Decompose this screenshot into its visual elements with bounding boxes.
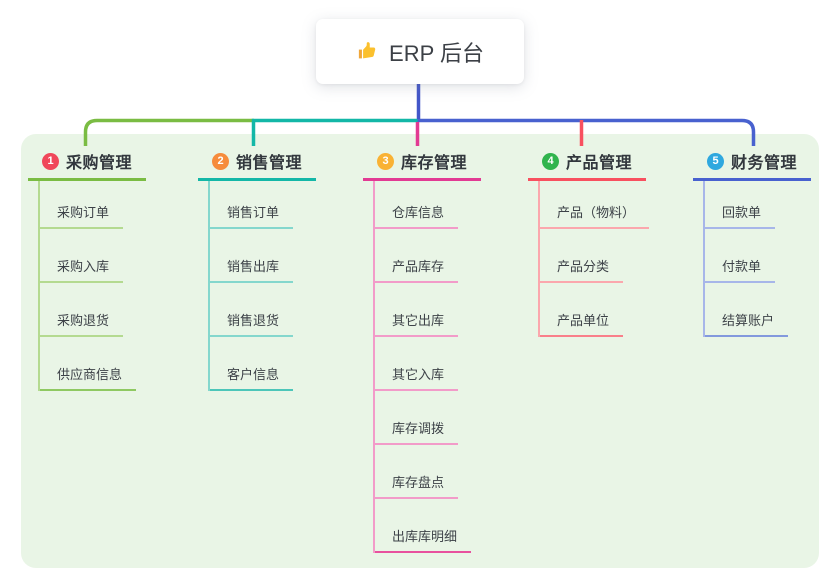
branch-children: 产品（物料） 产品分类产品单位 bbox=[538, 181, 650, 337]
child-node-label: 销售退货 bbox=[227, 313, 280, 328]
child-node[interactable]: 其它入库 bbox=[375, 337, 459, 391]
branches-panel bbox=[21, 134, 819, 568]
branch-3: 3 库存管理 仓库信息产品库存其它出库其它入库库存调拨库存盘点出库库明细 bbox=[363, 149, 482, 553]
child-node-label: 其它出库 bbox=[392, 313, 445, 328]
child-node[interactable]: 销售订单 bbox=[210, 181, 294, 229]
root-title: ERP 后台 bbox=[389, 40, 484, 66]
child-node[interactable]: 库存盘点 bbox=[375, 445, 459, 499]
branch-title: 采购管理 bbox=[66, 155, 133, 172]
child-node[interactable]: 客户信息 bbox=[210, 337, 294, 391]
child-node[interactable]: 采购退货 bbox=[40, 283, 124, 337]
child-node-label: 仓库信息 bbox=[392, 205, 445, 220]
child-node-label: 采购入库 bbox=[57, 259, 110, 274]
child-node[interactable]: 出库库明细 bbox=[375, 499, 472, 553]
child-node-label: 其它入库 bbox=[392, 367, 445, 382]
child-node[interactable]: 库存调拨 bbox=[375, 391, 459, 445]
thumbs-up-icon bbox=[356, 40, 379, 63]
branch-title: 销售管理 bbox=[236, 155, 303, 172]
child-node-label: 库存盘点 bbox=[392, 475, 445, 490]
child-node[interactable]: 销售出库 bbox=[210, 229, 294, 283]
child-node[interactable]: 回款单 bbox=[705, 181, 776, 229]
branch-number-badge: 5 bbox=[707, 152, 724, 170]
child-node-label: 销售订单 bbox=[227, 205, 280, 220]
child-node[interactable]: 结算账户 bbox=[705, 283, 789, 337]
branch-children: 回款单付款单结算账户 bbox=[703, 181, 789, 337]
branch-title: 库存管理 bbox=[401, 155, 468, 172]
child-node-label: 回款单 bbox=[722, 205, 762, 220]
branch-children: 仓库信息产品库存其它出库其它入库库存调拨库存盘点出库库明细 bbox=[373, 181, 472, 553]
child-node[interactable]: 销售退货 bbox=[210, 283, 294, 337]
branch-children: 采购订单采购入库采购退货供应商信息 bbox=[38, 181, 137, 391]
child-node[interactable]: 产品单位 bbox=[540, 283, 624, 337]
branch-title: 财务管理 bbox=[731, 155, 798, 172]
child-node[interactable]: 采购订单 bbox=[40, 181, 124, 229]
branch-header[interactable]: 2 销售管理 bbox=[198, 149, 317, 181]
child-node-label: 产品（物料） bbox=[557, 205, 636, 220]
branch-header[interactable]: 1 采购管理 bbox=[28, 149, 147, 181]
child-node-label: 库存调拨 bbox=[392, 421, 445, 436]
branch-children: 销售订单销售出库销售退货客户信息 bbox=[208, 181, 294, 391]
child-node[interactable]: 供应商信息 bbox=[40, 337, 137, 391]
child-node-label: 销售出库 bbox=[227, 259, 280, 274]
child-node[interactable]: 产品分类 bbox=[540, 229, 624, 283]
branch-header[interactable]: 5 财务管理 bbox=[693, 149, 812, 181]
branch-title: 产品管理 bbox=[566, 155, 633, 172]
branch-1: 1 采购管理 采购订单采购入库采购退货供应商信息 bbox=[28, 149, 147, 391]
child-node[interactable]: 产品（物料） bbox=[540, 181, 650, 229]
child-node-label: 结算账户 bbox=[722, 313, 775, 328]
branch-2: 2 销售管理 销售订单销售出库销售退货客户信息 bbox=[198, 149, 317, 391]
root-node[interactable]: ERP 后台 bbox=[316, 19, 524, 84]
child-node-label: 客户信息 bbox=[227, 367, 280, 382]
branch-number-badge: 4 bbox=[542, 152, 559, 170]
branch-header[interactable]: 4 产品管理 bbox=[528, 149, 647, 181]
child-node-label: 采购订单 bbox=[57, 205, 110, 220]
child-node[interactable]: 仓库信息 bbox=[375, 181, 459, 229]
child-node-label: 产品库存 bbox=[392, 259, 445, 274]
child-node-label: 供应商信息 bbox=[57, 367, 123, 382]
child-node-label: 采购退货 bbox=[57, 313, 110, 328]
child-node-label: 产品分类 bbox=[557, 259, 610, 274]
branch-number-badge: 1 bbox=[42, 152, 59, 170]
branch-number-badge: 3 bbox=[377, 152, 394, 170]
branch-4: 4 产品管理 产品（物料） 产品分类产品单位 bbox=[528, 149, 650, 337]
branch-header[interactable]: 3 库存管理 bbox=[363, 149, 482, 181]
child-node-label: 付款单 bbox=[722, 259, 762, 274]
child-node-label: 出库库明细 bbox=[392, 529, 458, 544]
child-node-label: 产品单位 bbox=[557, 313, 610, 328]
child-node[interactable]: 产品库存 bbox=[375, 229, 459, 283]
child-node[interactable]: 采购入库 bbox=[40, 229, 124, 283]
child-node[interactable]: 其它出库 bbox=[375, 283, 459, 337]
branch-5: 5 财务管理 回款单付款单结算账户 bbox=[693, 149, 812, 337]
branch-number-badge: 2 bbox=[212, 152, 229, 170]
child-node[interactable]: 付款单 bbox=[705, 229, 776, 283]
